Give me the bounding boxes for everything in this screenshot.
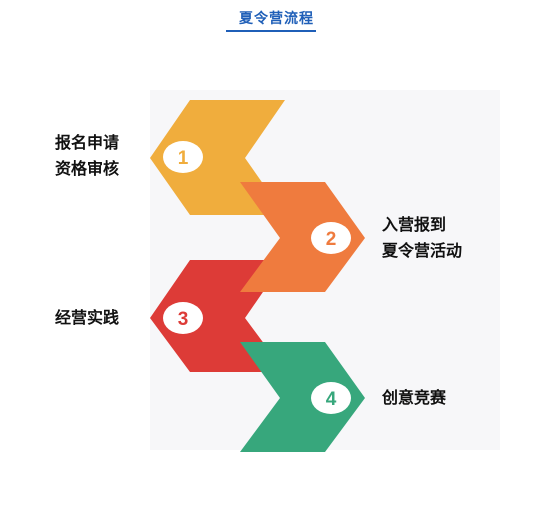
step-4-badge — [311, 382, 351, 414]
step-3-label: 经营实践 — [55, 305, 119, 331]
step-1-badge — [163, 141, 203, 173]
step-4-label: 创意竞赛 — [382, 385, 446, 411]
step-2-number: 2 — [326, 229, 337, 250]
step-1-label: 报名申请 资格审核 — [55, 130, 119, 182]
step-4-number: 4 — [326, 389, 337, 410]
step-1-number: 1 — [178, 148, 189, 169]
step-2-line-2: 夏令营活动 — [382, 241, 463, 260]
step-4-chevron — [240, 342, 365, 452]
title-underline — [226, 30, 316, 32]
step-2-badge — [311, 222, 351, 254]
step-3-line-1: 经营实践 — [55, 308, 120, 327]
step-3-badge — [163, 302, 203, 334]
step-4-line-1: 创意竞赛 — [382, 388, 447, 407]
step-2-line-1: 入营报到 — [382, 215, 447, 234]
page-title: 夏令营流程 — [239, 11, 314, 27]
step-1-line-2: 资格审核 — [55, 159, 120, 178]
step-1-line-1: 报名申请 — [55, 133, 120, 152]
step-2-label: 入营报到 夏令营活动 — [382, 212, 462, 264]
step-2-chevron — [240, 182, 365, 292]
step-3-number: 3 — [178, 309, 189, 330]
